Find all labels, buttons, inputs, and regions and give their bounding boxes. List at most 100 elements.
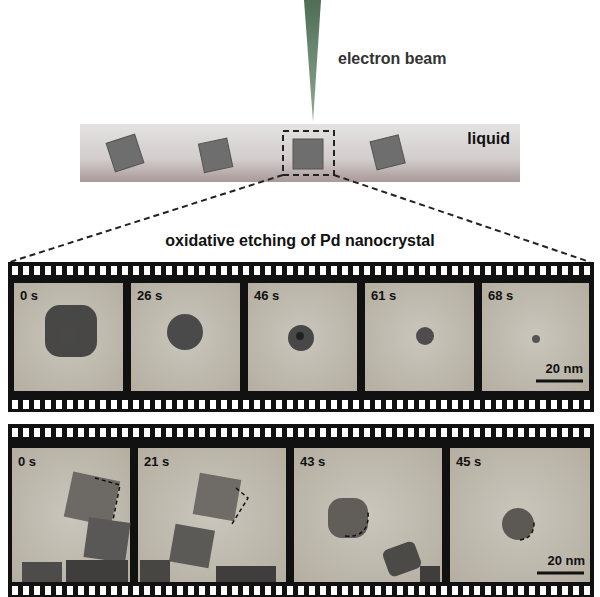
sprocket-holes bbox=[12, 266, 590, 595]
sprocket-hole bbox=[276, 586, 282, 595]
sprocket-hole bbox=[122, 428, 128, 437]
sprocket-hole bbox=[199, 266, 205, 275]
sprocket-hole bbox=[210, 428, 216, 437]
beam-label: electron beam bbox=[338, 50, 446, 68]
sprocket-hole bbox=[45, 400, 51, 409]
sprocket-hole bbox=[540, 428, 546, 437]
sprocket-hole bbox=[232, 428, 238, 437]
sprocket-hole bbox=[364, 400, 370, 409]
sprocket-hole bbox=[342, 266, 348, 275]
sprocket-hole bbox=[67, 266, 73, 275]
video-frame: 68 s20 nm bbox=[482, 283, 589, 391]
band-label: liquid bbox=[467, 130, 510, 148]
sprocket-hole bbox=[331, 266, 337, 275]
sprocket-hole bbox=[364, 266, 370, 275]
time-stamp: 61 s bbox=[371, 288, 396, 303]
sprocket-hole bbox=[452, 266, 458, 275]
sprocket-hole bbox=[419, 428, 425, 437]
sprocket-hole bbox=[364, 428, 370, 437]
sprocket-hole bbox=[45, 428, 51, 437]
sprocket-hole bbox=[397, 400, 403, 409]
sprocket-hole bbox=[419, 586, 425, 595]
sprocket-hole bbox=[45, 586, 51, 595]
sprocket-hole bbox=[584, 586, 590, 595]
sprocket-hole bbox=[188, 266, 194, 275]
sprocket-hole bbox=[562, 266, 568, 275]
sprocket-hole bbox=[100, 400, 106, 409]
frame-background bbox=[365, 283, 474, 391]
frame-background bbox=[450, 448, 590, 582]
sprocket-hole bbox=[386, 266, 392, 275]
sprocket-hole bbox=[287, 266, 293, 275]
sprocket-hole bbox=[144, 400, 150, 409]
sprocket-hole bbox=[353, 266, 359, 275]
liquid-band: liquid bbox=[80, 124, 520, 182]
sprocket-hole bbox=[166, 586, 172, 595]
sprocket-hole bbox=[441, 586, 447, 595]
sprocket-hole bbox=[221, 428, 227, 437]
sprocket-hole bbox=[485, 586, 491, 595]
sprocket-hole bbox=[287, 586, 293, 595]
sprocket-hole bbox=[507, 266, 513, 275]
sprocket-hole bbox=[23, 266, 29, 275]
sprocket-hole bbox=[573, 400, 579, 409]
sprocket-hole bbox=[23, 428, 29, 437]
sprocket-hole bbox=[111, 586, 117, 595]
sprocket-hole bbox=[243, 400, 249, 409]
sprocket-hole bbox=[243, 586, 249, 595]
sprocket-hole bbox=[419, 400, 425, 409]
sprocket-hole bbox=[232, 266, 238, 275]
sprocket-hole bbox=[276, 428, 282, 437]
frames bbox=[12, 283, 590, 582]
sprocket-hole bbox=[485, 428, 491, 437]
sprocket-hole bbox=[353, 400, 359, 409]
sprocket-hole bbox=[463, 428, 469, 437]
sprocket-hole bbox=[177, 266, 183, 275]
frame-background bbox=[482, 283, 589, 391]
sprocket-hole bbox=[298, 586, 304, 595]
sprocket-hole bbox=[254, 586, 260, 595]
sprocket-hole bbox=[562, 428, 568, 437]
frame-background bbox=[138, 448, 286, 582]
nanoparticles bbox=[45, 305, 540, 357]
sprocket-hole bbox=[23, 400, 29, 409]
sprocket-hole bbox=[122, 266, 128, 275]
sprocket-hole bbox=[78, 266, 84, 275]
sprocket-hole bbox=[463, 586, 469, 595]
time-stamp: 0 s bbox=[20, 288, 38, 303]
video-frame: 0 s bbox=[12, 448, 130, 582]
sprocket-hole bbox=[287, 400, 293, 409]
sprocket-hole bbox=[56, 586, 62, 595]
sprocket-hole bbox=[397, 428, 403, 437]
sprocket-hole bbox=[463, 400, 469, 409]
sprocket-hole bbox=[34, 428, 40, 437]
sprocket-hole bbox=[177, 586, 183, 595]
video-frame: 0 s bbox=[14, 283, 123, 391]
sprocket-hole bbox=[199, 586, 205, 595]
sprocket-hole bbox=[507, 428, 513, 437]
video-frame: 26 s bbox=[131, 283, 240, 391]
sprocket-hole bbox=[408, 400, 414, 409]
sprocket-hole bbox=[320, 400, 326, 409]
sprocket-hole bbox=[474, 266, 480, 275]
sprocket-hole bbox=[496, 586, 502, 595]
sprocket-hole bbox=[562, 586, 568, 595]
sprocket-hole bbox=[188, 400, 194, 409]
sprocket-hole bbox=[342, 400, 348, 409]
sprocket-hole bbox=[529, 428, 535, 437]
time-stamp: 43 s bbox=[300, 454, 325, 469]
sprocket-hole bbox=[155, 428, 161, 437]
sprocket-hole bbox=[298, 428, 304, 437]
sprocket-hole bbox=[78, 428, 84, 437]
sprocket-hole bbox=[584, 266, 590, 275]
sprocket-hole bbox=[34, 586, 40, 595]
sprocket-hole bbox=[430, 586, 436, 595]
sprocket-hole bbox=[144, 586, 150, 595]
sprocket-hole bbox=[100, 428, 106, 437]
sprocket-hole bbox=[155, 586, 161, 595]
sprocket-hole bbox=[430, 266, 436, 275]
sprocket-hole bbox=[232, 400, 238, 409]
sprocket-hole bbox=[100, 586, 106, 595]
sprocket-hole bbox=[254, 266, 260, 275]
frame-background bbox=[12, 448, 130, 582]
